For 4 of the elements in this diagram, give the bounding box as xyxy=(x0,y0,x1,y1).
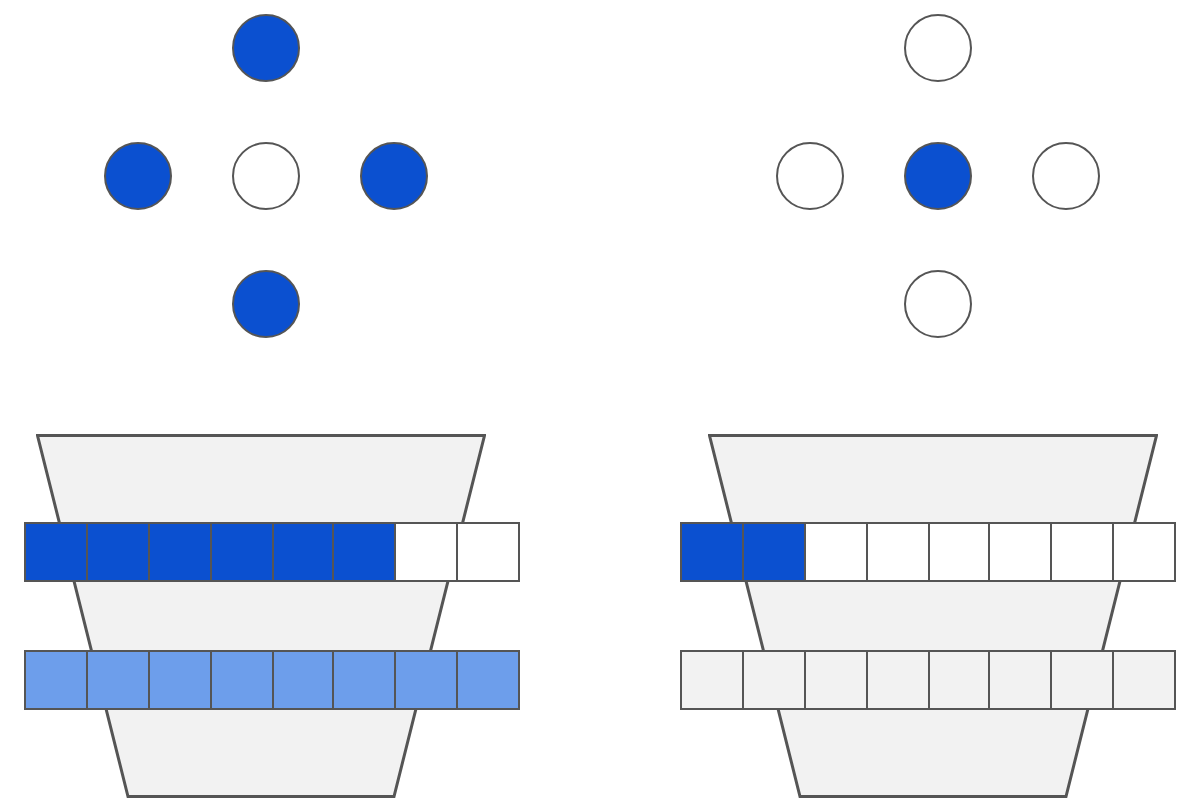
cell-row xyxy=(24,522,520,582)
cell-row xyxy=(24,650,520,710)
cell-row xyxy=(680,650,1176,710)
cell-row xyxy=(680,522,1176,582)
